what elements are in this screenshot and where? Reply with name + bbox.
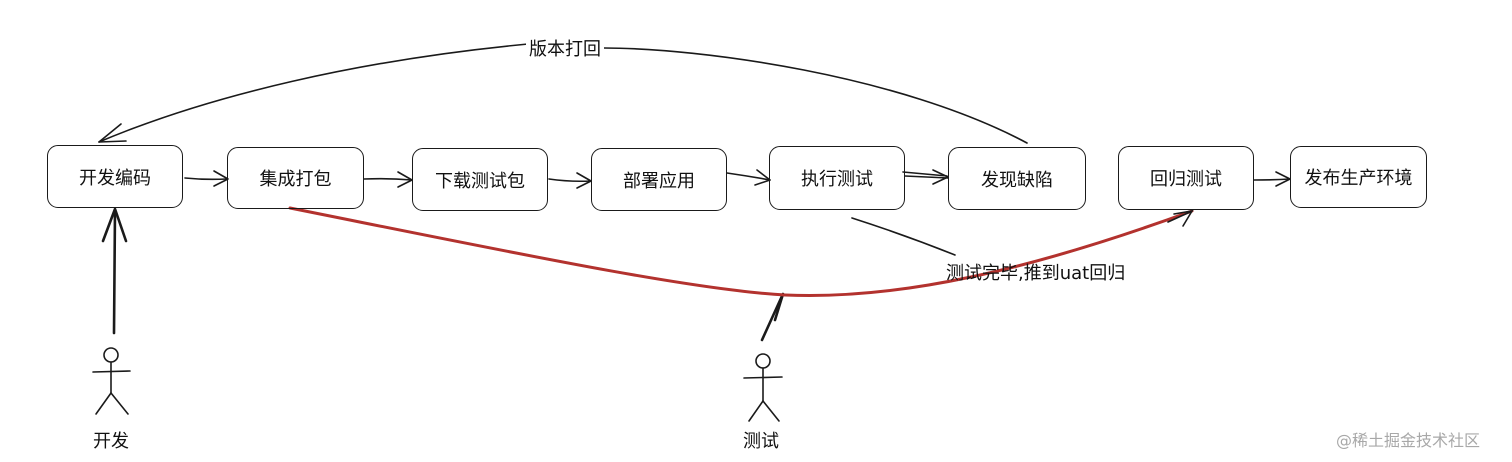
line-execute-to-uat [851,217,956,256]
node-label: 部署应用 [623,170,695,192]
arrow-deploy-to-execute [726,169,771,186]
edge-label-version-reject: 版本打回 [526,35,604,61]
arrow-version-reject [98,43,1028,144]
actor-label-developer: 开发 [93,431,129,452]
edge-label-test-done: 测试完毕,推到uat回归 [946,263,1126,284]
node-label: 集成打包 [259,169,332,190]
arrow-developer-to-dev [101,207,128,335]
arrow-download-to-deploy [548,172,592,189]
watermark: @稀土掘金技术社区 [1336,431,1481,450]
arrow-regression-to-release [1253,171,1291,187]
node-deploy-app: 部署应用 [591,148,727,211]
node-dev-coding: 开发编码 [47,145,183,208]
node-execute-test: 执行测试 [769,146,905,210]
arrow-execute-to-defect [902,169,949,185]
node-integrate-package: 集成打包 [227,147,364,209]
tester-actor-figure [743,353,783,422]
node-label: 开发编码 [79,167,151,189]
node-release-prod: 发布生产环境 [1290,146,1427,208]
node-find-defect: 发现缺陷 [948,147,1086,210]
node-label: 发布生产环境 [1304,168,1413,189]
node-label: 发现缺陷 [981,169,1053,191]
node-download-package: 下载测试包 [412,148,548,211]
node-label: 下载测试包 [435,170,525,192]
developer-actor-figure [92,347,131,415]
actor-label-tester: 测试 [743,431,779,452]
node-label: 回归测试 [1150,169,1222,190]
node-regression-test: 回归测试 [1118,146,1254,210]
red-regression-path [288,206,1194,297]
arrow-dev-to-integrate [184,170,229,187]
arrow-integrate-to-download [363,171,413,188]
arrow-tester-to-flow [760,292,785,342]
node-label: 执行测试 [801,169,873,190]
